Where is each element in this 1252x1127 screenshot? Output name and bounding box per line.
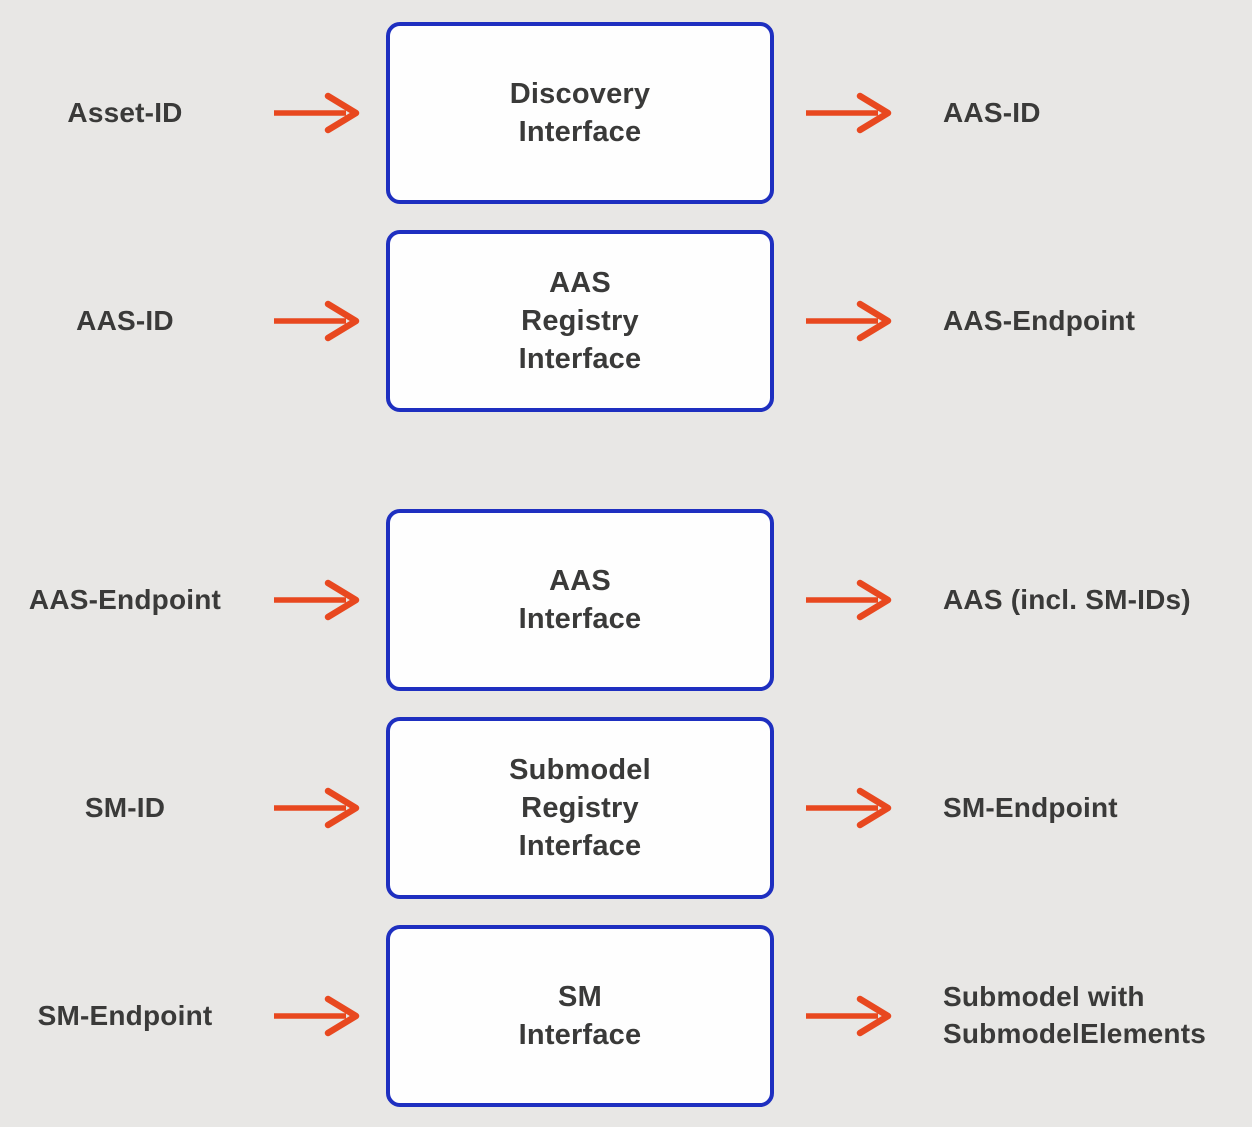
- output-label: AAS-ID: [943, 96, 1041, 128]
- arrow-right-icon: [775, 91, 925, 135]
- interface-box-label: AAS Interface: [518, 564, 642, 635]
- input-label: AAS-ID: [76, 305, 174, 336]
- interface-box-label: Discovery Interface: [509, 77, 651, 148]
- interface-box-label: AAS Registry Interface: [518, 266, 642, 376]
- arrow-right-icon: [250, 994, 385, 1038]
- arrow-right-icon: [250, 299, 385, 343]
- input-label: SM-Endpoint: [37, 1000, 213, 1031]
- interface-box: Discovery Interface: [386, 22, 774, 204]
- arrow-right-icon: [775, 578, 925, 622]
- interface-box: SM Interface: [386, 925, 774, 1107]
- interface-box-label: Submodel Registry Interface: [509, 753, 651, 863]
- row-sm-interface: SM-Endpoint SM Interface Submodel with S…: [0, 925, 1252, 1107]
- input-label: SM-ID: [84, 792, 166, 823]
- arrow-right-icon: [250, 578, 385, 622]
- row-submodel-registry-interface: SM-ID Submodel Registry Interface SM-End…: [0, 717, 1252, 899]
- row-discovery-interface: Asset-ID Discovery Interface AAS-ID: [0, 22, 1252, 204]
- interface-box: AAS Interface: [386, 509, 774, 691]
- arrow-right-icon: [250, 91, 385, 135]
- interface-box: Submodel Registry Interface: [386, 717, 774, 899]
- arrow-right-icon: [775, 786, 925, 830]
- interface-box-label: SM Interface: [518, 980, 642, 1051]
- output-label: Submodel with SubmodelElements: [943, 981, 1207, 1049]
- row-aas-interface: AAS-Endpoint AAS Interface AAS (incl. SM…: [0, 509, 1252, 691]
- output-label: AAS-Endpoint: [943, 304, 1136, 336]
- output-label: SM-Endpoint: [943, 791, 1118, 823]
- input-label: Asset-ID: [67, 97, 183, 128]
- arrow-right-icon: [775, 299, 925, 343]
- arrow-right-icon: [250, 786, 385, 830]
- interface-box: AAS Registry Interface: [386, 230, 774, 412]
- input-label: AAS-Endpoint: [28, 584, 222, 615]
- output-label: AAS (incl. SM-IDs): [943, 583, 1191, 615]
- row-aas-registry-interface: AAS-ID AAS Registry Interface AAS-Endpoi…: [0, 230, 1252, 412]
- arrow-right-icon: [775, 994, 925, 1038]
